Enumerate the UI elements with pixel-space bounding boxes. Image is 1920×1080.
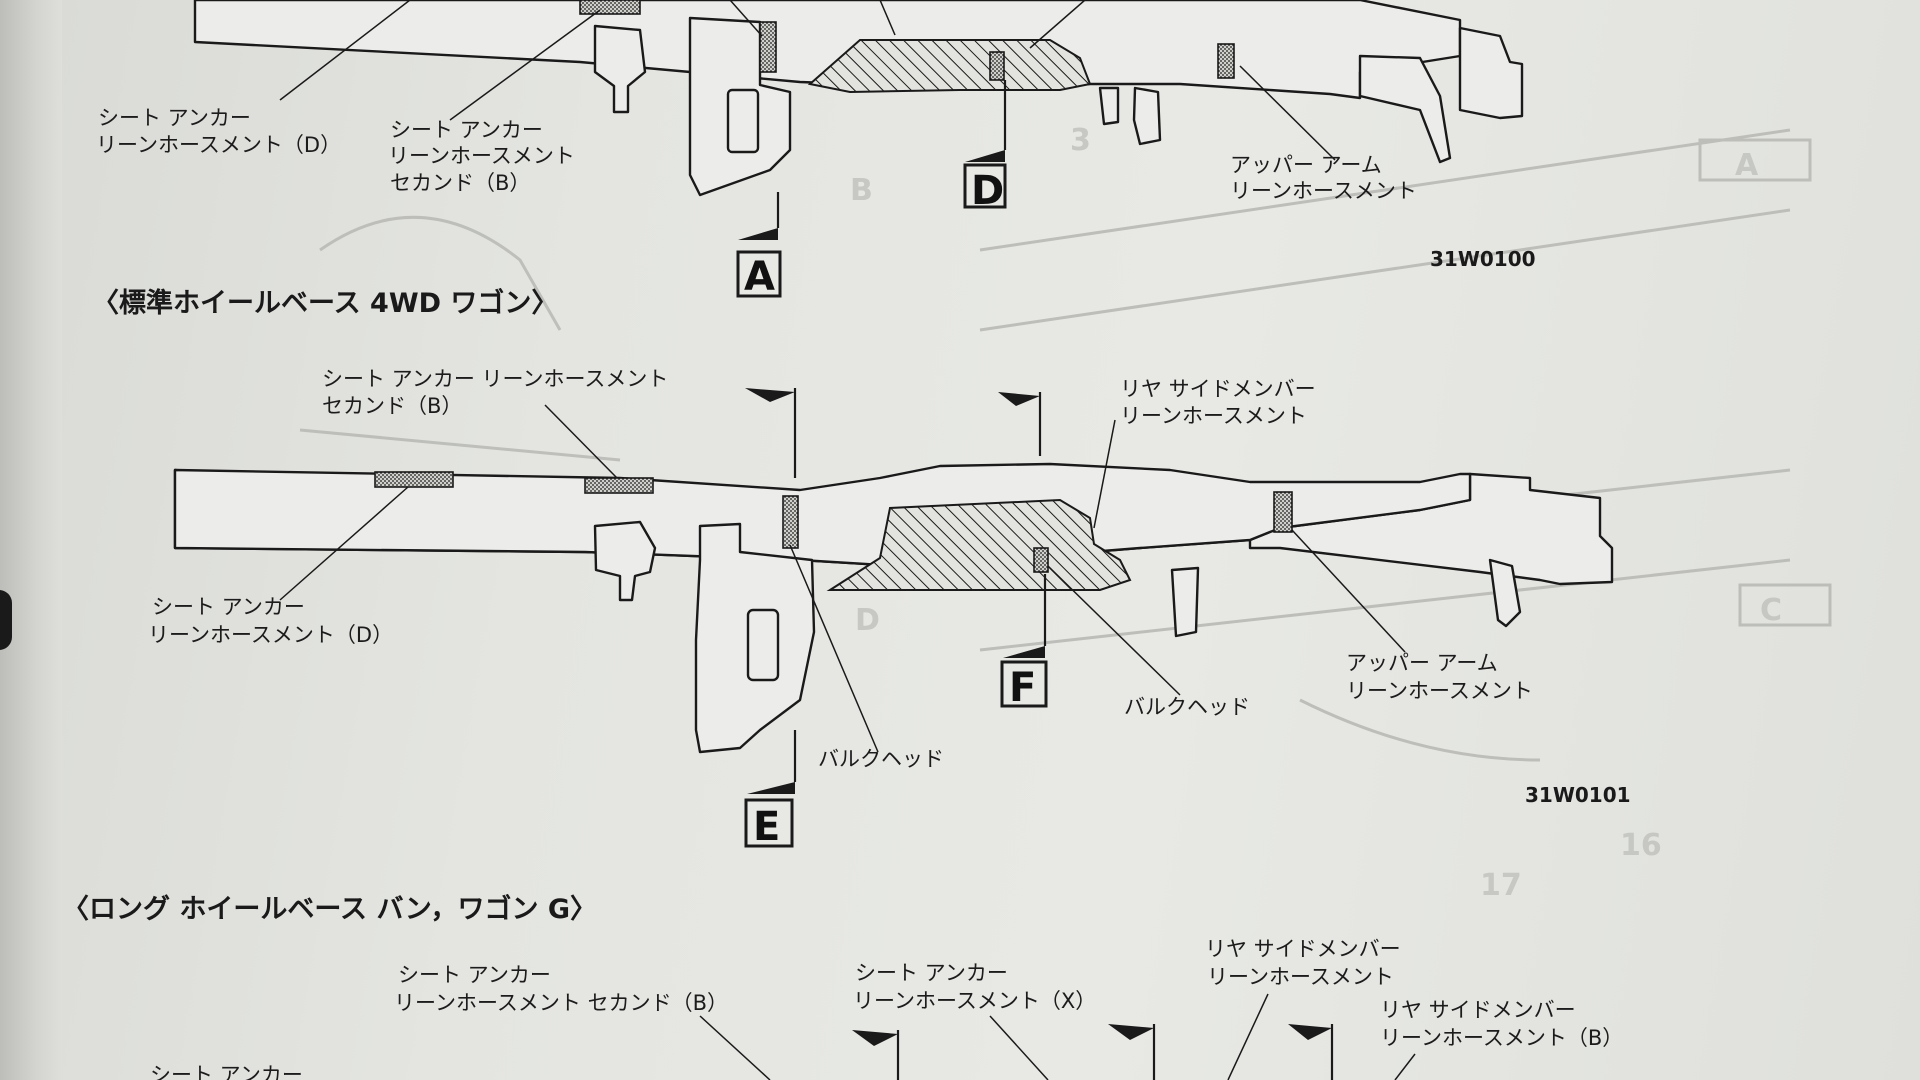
- bleed-through-ghost-figures: A C B D 3 16 17: [299, 123, 1832, 903]
- figure-code-mid: 31W0101: [1525, 783, 1631, 807]
- svg-text:A: A: [1735, 148, 1759, 183]
- reinforcement-d-mid: [374, 471, 454, 488]
- section-marker-f: [1000, 660, 1048, 708]
- cross-member-e-slot: [746, 608, 780, 682]
- leader-mid-bulkhead-right: [1047, 565, 1181, 696]
- leader-top-d: [279, 0, 411, 101]
- rear-end-top: [1458, 26, 1524, 120]
- label-mid-seat-anchor-second-b: シート アンカー リーンホースメント セカンド（B）: [322, 367, 675, 418]
- reinforcement-d-top: [579, 0, 641, 15]
- section-marker-d: [963, 163, 1007, 209]
- diagram-top: D A シート アンカー リーンホースメント（D） シート アンカー リーンホー…: [96, 0, 1536, 300]
- label-top-upper-arm: アッパー アーム リーンホースメント: [1230, 153, 1417, 203]
- leader-bottom-x: [989, 1015, 1049, 1080]
- reinforcement-bulk-top: [989, 51, 1005, 81]
- reinforcement-b-top: [759, 21, 777, 73]
- rear-bracket-mid-2: [1488, 558, 1522, 628]
- diagram-bottom: シート アンカー リーンホースメント セカンド（B） シート アンカー リーンホ…: [150, 937, 1623, 1080]
- leader-mid-b: [544, 404, 618, 479]
- frame-rail-mid-upper: [173, 462, 1472, 568]
- section-header-4wd-wagon: 〈標準ホイールベース 4WD ワゴン〉: [92, 287, 558, 319]
- leader-top-upper-arm: [1239, 65, 1336, 161]
- leader-mid-d: [279, 486, 409, 601]
- rear-bracket-top-3: [1358, 54, 1452, 164]
- svg-text:3: 3: [1070, 123, 1091, 158]
- leader-bottom-rear-side: [1227, 993, 1269, 1080]
- leader-mid-rear-side: [1093, 419, 1116, 529]
- svg-text:17: 17: [1480, 868, 1522, 903]
- rear-bracket-top-1: [1098, 86, 1120, 126]
- figure-code-top: 31W0100: [1430, 247, 1536, 271]
- leader-top-b2: [729, 0, 763, 37]
- label-bottom-rear-side-member: リヤ サイドメンバー リーンホースメント: [1205, 937, 1407, 989]
- label-mid-rear-side-member: リヤ サイドメンバー リーンホースメント: [1120, 377, 1322, 428]
- label-mid-seat-anchor-d: シート アンカー リーンホースメント（D）: [148, 595, 393, 647]
- svg-text:B: B: [850, 173, 873, 208]
- rear-bracket-top-2: [1132, 86, 1162, 146]
- section-marker-a: [736, 250, 782, 298]
- section-marker-e: [744, 798, 794, 848]
- hatched-crossmember-top: [807, 39, 1092, 94]
- leader-top-e: [1029, 0, 1086, 49]
- label-top-seat-anchor-d: シート アンカー リーンホースメント（D）: [96, 106, 341, 157]
- svg-text:16: 16: [1620, 828, 1662, 863]
- label-top-seat-anchor-second-b: シート アンカー リーンホースメント セカンド（B）: [388, 118, 582, 195]
- leader-bottom-b: [699, 1015, 771, 1080]
- bracket-top-left: [593, 24, 647, 114]
- binding-hole: [0, 590, 12, 650]
- svg-text:D: D: [855, 603, 880, 638]
- leader-bottom-rear-side-b: [1394, 1053, 1416, 1080]
- reinforcement-upper-arm-top: [1217, 43, 1235, 79]
- page-binding-edge: [0, 0, 62, 1080]
- section-letter-f: F: [1009, 665, 1036, 711]
- reinforcement-bulkhead-mid: [782, 495, 799, 549]
- reinforcement-b-mid: [584, 477, 654, 494]
- diagram-mid: F E シート アンカー リーンホースメント セカンド（B） シート アンカー …: [148, 367, 1631, 850]
- label-mid-bulkhead-left: バルクヘッド: [818, 747, 944, 771]
- label-bottom-seat-anchor-x: シート アンカー リーンホースメント（X）: [853, 961, 1096, 1013]
- cross-member-slot: [726, 88, 760, 154]
- reinforcement-bulkhead-f: [1033, 547, 1049, 573]
- hatched-crossmember-mid: [826, 498, 1132, 591]
- reinforcement-rear-side-mid: [1273, 491, 1293, 533]
- section-letter-a: A: [744, 254, 775, 300]
- leader-mid-upper-arm: [1291, 529, 1406, 653]
- label-mid-upper-arm: アッパー アーム リーンホースメント: [1346, 651, 1533, 703]
- bracket-mid-left: [593, 520, 657, 602]
- leader-top-c: [879, 0, 896, 36]
- leader-top-b: [449, 9, 601, 121]
- section-letter-e: E: [753, 804, 780, 850]
- label-mid-bulkhead-right: バルクヘッド: [1124, 695, 1250, 719]
- rear-bracket-mid-1: [1170, 566, 1200, 638]
- section-header-long-wheelbase: 〈ロング ホイールベース バン，ワゴン G〉: [62, 893, 597, 925]
- leader-mid-bulkhead-left: [789, 544, 879, 753]
- section-letter-d: D: [971, 168, 1004, 214]
- label-bottom-seat-anchor-second-b: シート アンカー リーンホースメント セカンド（B）: [394, 963, 728, 1015]
- label-bottom-seat-anchor-partial: シート アンカー: [150, 1063, 303, 1080]
- svg-text:C: C: [1760, 593, 1782, 628]
- label-bottom-rear-side-member-b: リヤ サイドメンバー リーンホースメント（B）: [1380, 998, 1623, 1050]
